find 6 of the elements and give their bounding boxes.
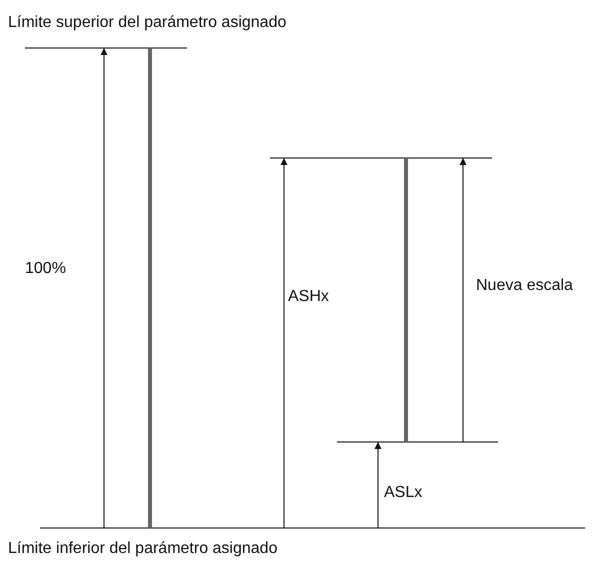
limit-label: Límite superior del parámetro asignado xyxy=(8,14,286,32)
percent-label: 100% xyxy=(25,260,66,278)
dimension-label: ASHx xyxy=(288,288,329,306)
dimension-label: ASLx xyxy=(384,484,422,502)
scale-label: Nueva escala xyxy=(476,277,573,295)
limit-label: Límite inferior del parámetro asignado xyxy=(8,540,278,558)
